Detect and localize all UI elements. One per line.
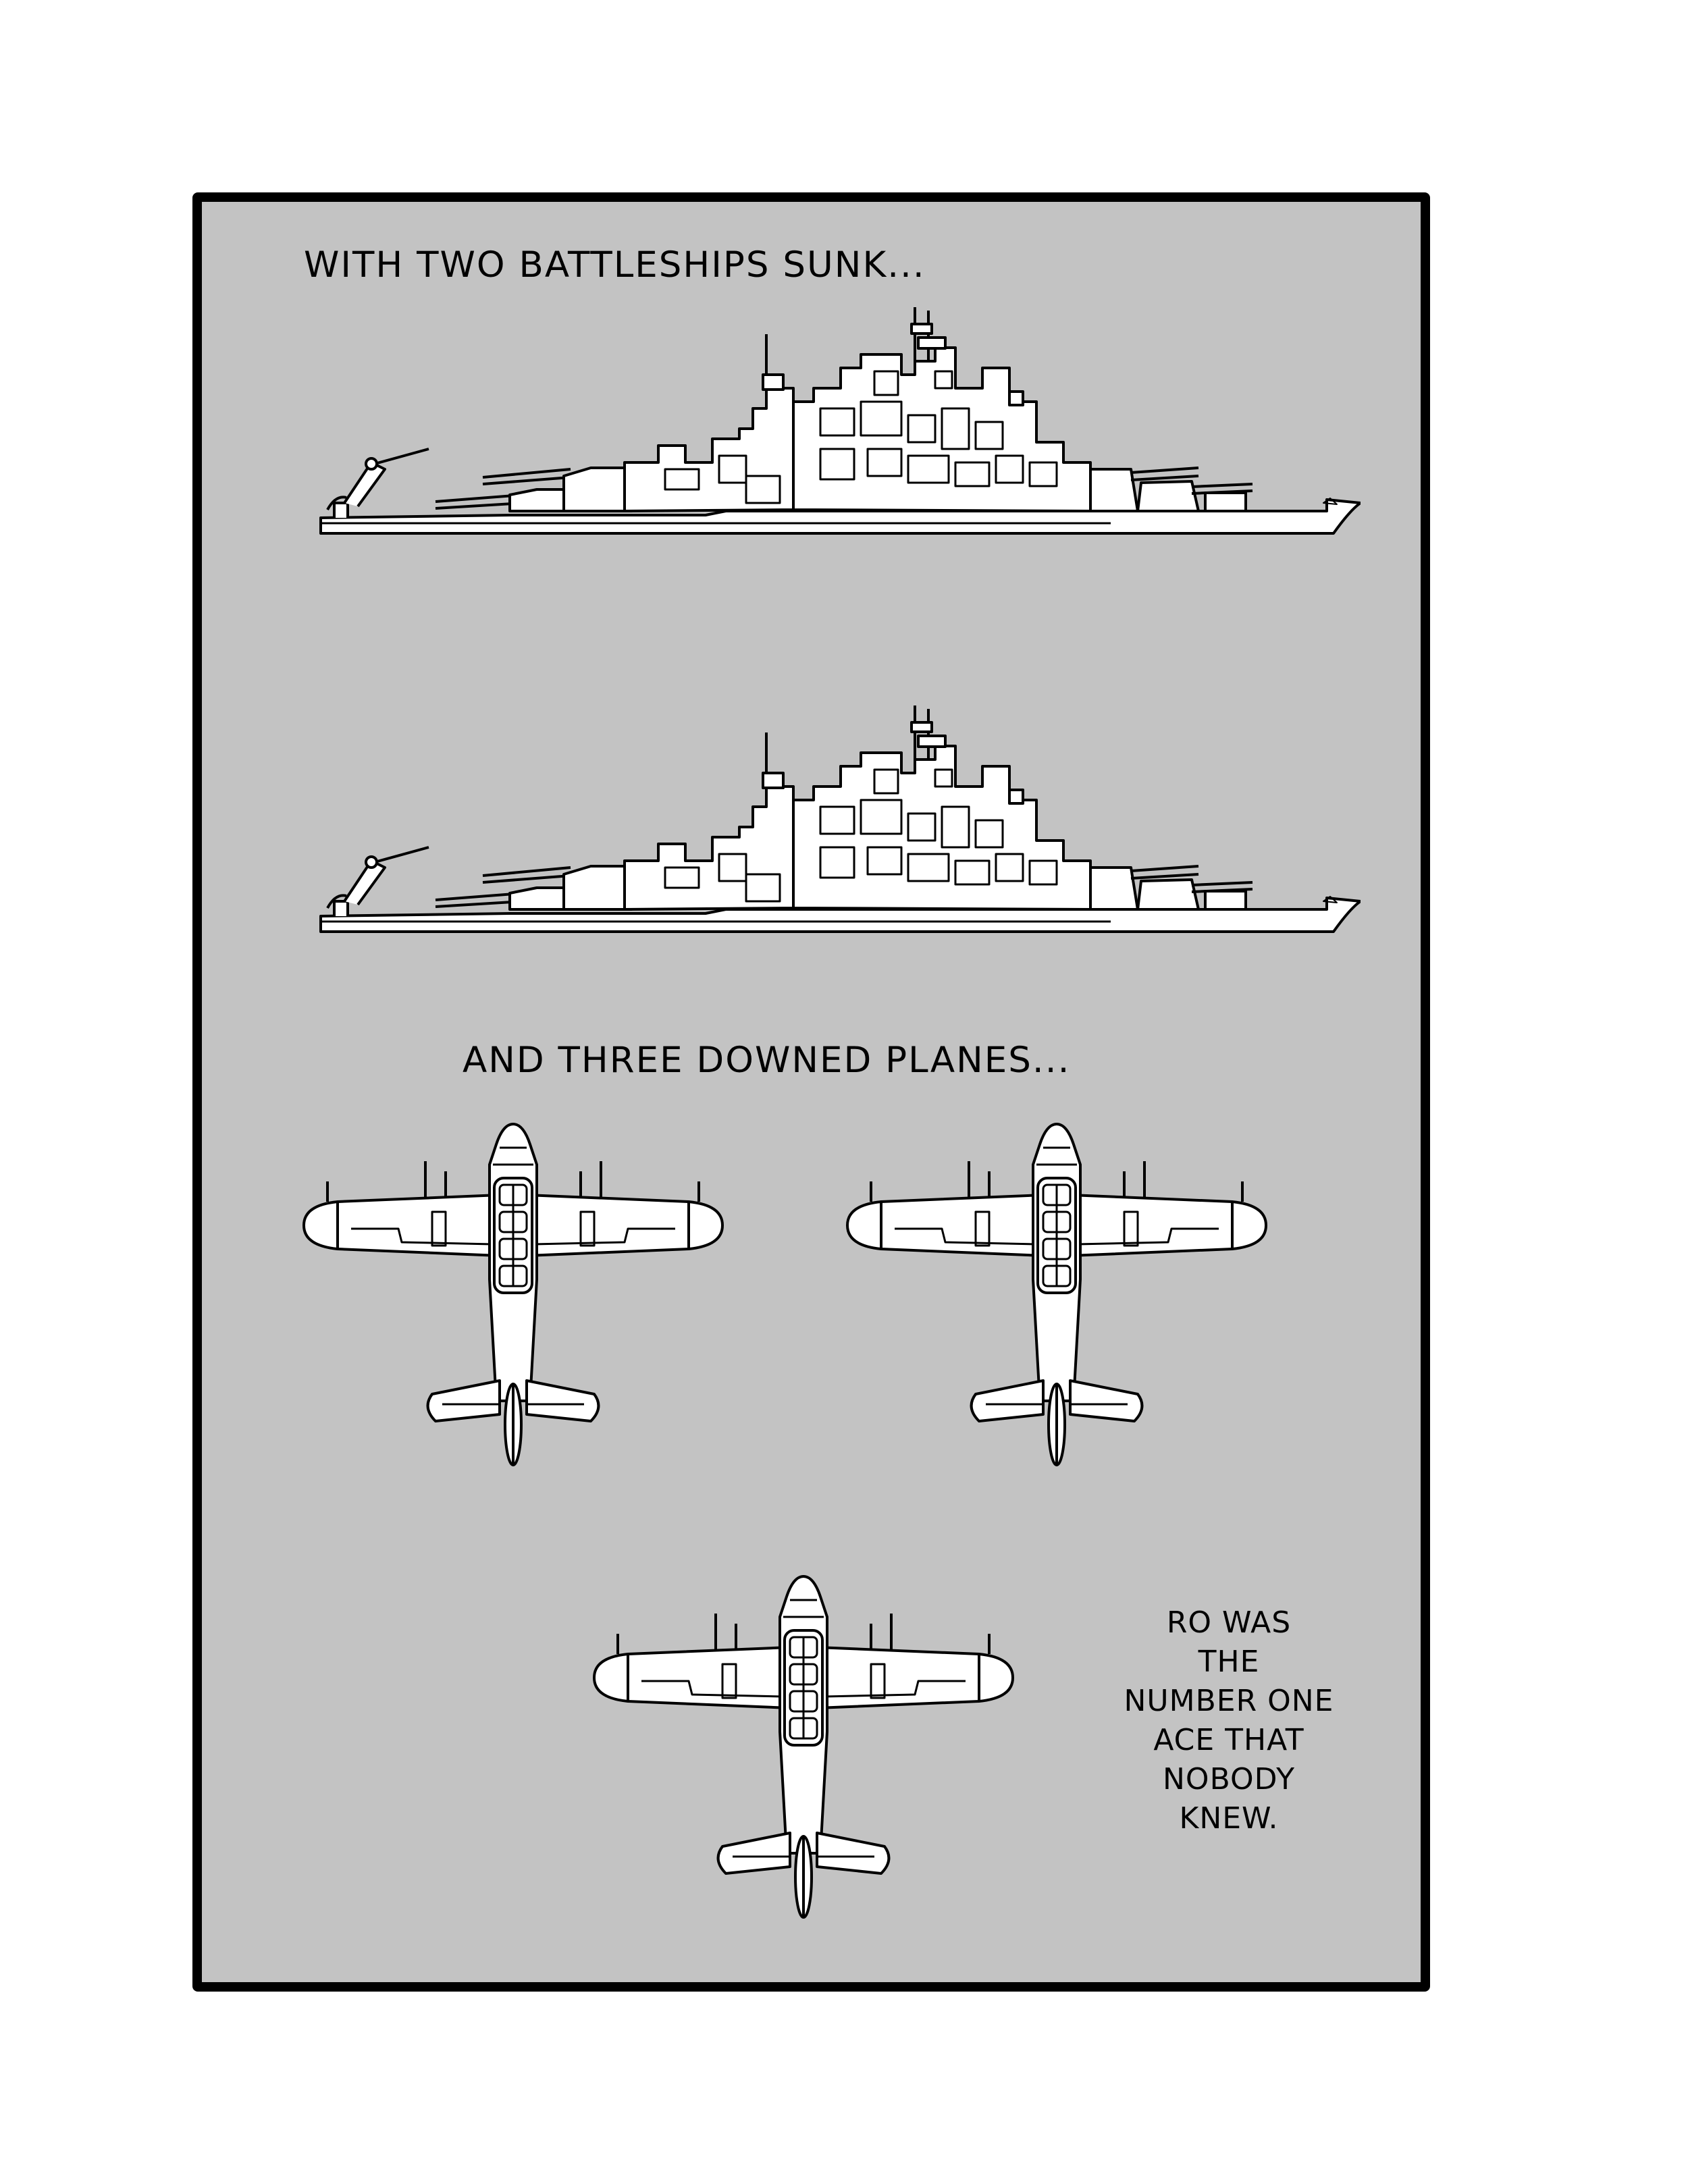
caption-battleships: WITH TWO BATTLESHIPS SUNK... <box>304 244 926 286</box>
caption-planes: AND THREE DOWNED PLANES... <box>463 1040 1071 1081</box>
plane-illustration-1 <box>297 1117 729 1468</box>
plane-illustration-3 <box>587 1570 1020 1921</box>
caption-ace-line: KNEW. <box>1179 1801 1279 1836</box>
caption-ace-line: NOBODY <box>1163 1762 1295 1796</box>
battleship-illustration-2 <box>307 705 1361 976</box>
caption-ace-line: NUMBER ONE <box>1124 1684 1334 1718</box>
caption-ace-line: RO WAS <box>1166 1605 1292 1640</box>
caption-ace-line: THE <box>1198 1645 1260 1679</box>
caption-ace-line: ACE THAT <box>1153 1723 1304 1757</box>
caption-ace: RO WAS THE NUMBER ONE ACE THAT NOBODY KN… <box>1114 1603 1344 1838</box>
battleship-illustration-1 <box>307 307 1361 577</box>
plane-illustration-2 <box>841 1117 1273 1468</box>
